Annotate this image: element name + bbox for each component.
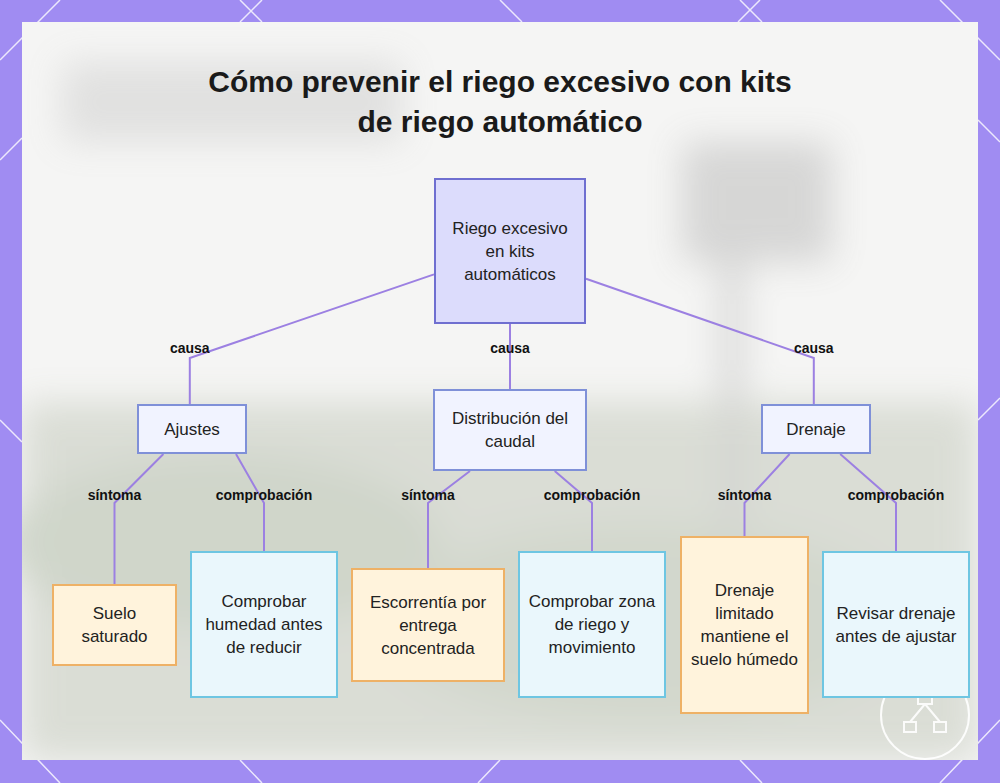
node-text: Ajustes xyxy=(164,418,220,441)
node-text: Drenaje limitado mantiene el suelo húmed… xyxy=(688,579,801,671)
connector-line xyxy=(555,471,592,551)
edge-label: causa xyxy=(170,340,210,356)
cause-box: Distribución del caudal xyxy=(433,389,587,471)
node-text: Escorrentía por entrega concentrada xyxy=(359,591,497,660)
text-stack: Suelo saturado xyxy=(60,602,169,648)
text-stack: Comprobar zona de riego y movimiento xyxy=(526,590,658,659)
node-text: Revisar drenaje antes de ajustar xyxy=(830,602,962,648)
connector-line xyxy=(115,454,164,584)
edge-label: síntoma xyxy=(718,487,772,503)
text-stack: Comprobar humedad antes de reducir xyxy=(198,590,330,659)
node-text: Comprobar zona de riego y movimiento xyxy=(526,590,658,659)
edge-label: síntoma xyxy=(88,487,142,503)
edge-label: comprobación xyxy=(216,487,312,503)
root-box: Riego excesivo en kits automáticos xyxy=(434,178,586,324)
symptom-box: Escorrentía por entrega concentrada xyxy=(351,568,505,682)
connector-line xyxy=(509,324,511,389)
edge-label: comprobación xyxy=(544,487,640,503)
text-stack: Distribución del caudal xyxy=(441,407,579,453)
cause-box: Drenaje xyxy=(761,404,871,454)
node-text: Drenaje xyxy=(786,418,846,441)
check-box: Comprobar humedad antes de reducir xyxy=(190,551,338,698)
connector-line xyxy=(586,279,814,404)
edge-label: causa xyxy=(490,340,530,356)
node-text: Distribución del caudal xyxy=(441,407,579,453)
edge-label: comprobación xyxy=(848,487,944,503)
text-stack: Drenaje xyxy=(786,418,846,441)
check-box: Comprobar zona de riego y movimiento xyxy=(518,551,666,698)
connector-line xyxy=(428,471,470,568)
text-stack: Drenaje limitado mantiene el suelo húmed… xyxy=(688,579,801,671)
text-stack: Escorrentía por entrega concentrada xyxy=(359,591,497,660)
edge-label: causa xyxy=(794,340,834,356)
node-text: Comprobar humedad antes de reducir xyxy=(198,590,330,659)
node-text: Suelo saturado xyxy=(60,602,169,648)
node-text: Riego excesivo en kits automáticos xyxy=(442,217,578,286)
check-box: Revisar drenaje antes de ajustar xyxy=(822,551,970,698)
diagram-title: Cómo prevenir el riego excesivo con kits… xyxy=(200,62,800,142)
cause-box: Ajustes xyxy=(137,404,247,454)
text-stack: Ajustes xyxy=(164,418,220,441)
text-stack: Riego excesivo en kits automáticos xyxy=(442,217,578,286)
edge-label: síntoma xyxy=(401,487,455,503)
connector-line xyxy=(190,274,434,404)
text-stack: Revisar drenaje antes de ajustar xyxy=(830,602,962,648)
symptom-box: Suelo saturado xyxy=(52,584,177,666)
symptom-box: Drenaje limitado mantiene el suelo húmed… xyxy=(680,536,809,714)
